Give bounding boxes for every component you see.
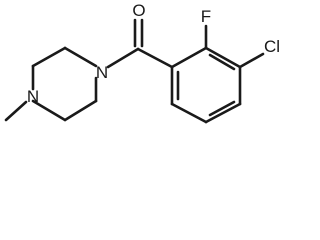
bond-n4-c5 — [31, 99, 67, 122]
bond-carbonyl-ring — [136, 47, 174, 69]
atom-label-oxygen: O — [132, 1, 145, 20]
bond-n1-c2 — [63, 46, 98, 68]
bond-ar-double-2 — [208, 53, 236, 71]
atom-label-fluorine: F — [201, 7, 211, 26]
atom-label-nitrogen-methyl: N — [27, 87, 39, 106]
bond-ar2-ar3 — [204, 46, 242, 69]
benzene-ring — [170, 46, 242, 124]
bond-ar1-ar2 — [170, 46, 208, 69]
carbonyl-group — [106, 18, 174, 69]
bond-ar5-ar6 — [170, 102, 208, 124]
bond-ar4-ar5 — [204, 102, 242, 124]
bond-c2-c3 — [31, 46, 67, 68]
bond-ar-double-3 — [208, 100, 236, 117]
bond-n1-carbonyl — [106, 47, 140, 69]
atom-label-chlorine: Cl — [264, 37, 280, 56]
atom-label-nitrogen-amide: N — [96, 63, 108, 82]
bond-c5-c6 — [63, 99, 98, 122]
bond-ar3-chlorine — [238, 52, 265, 69]
chemical-structure-diagram: O F Cl N N — [4, 1, 280, 124]
bond-n4-methyl — [4, 100, 28, 122]
piperazine-ring — [31, 46, 98, 122]
